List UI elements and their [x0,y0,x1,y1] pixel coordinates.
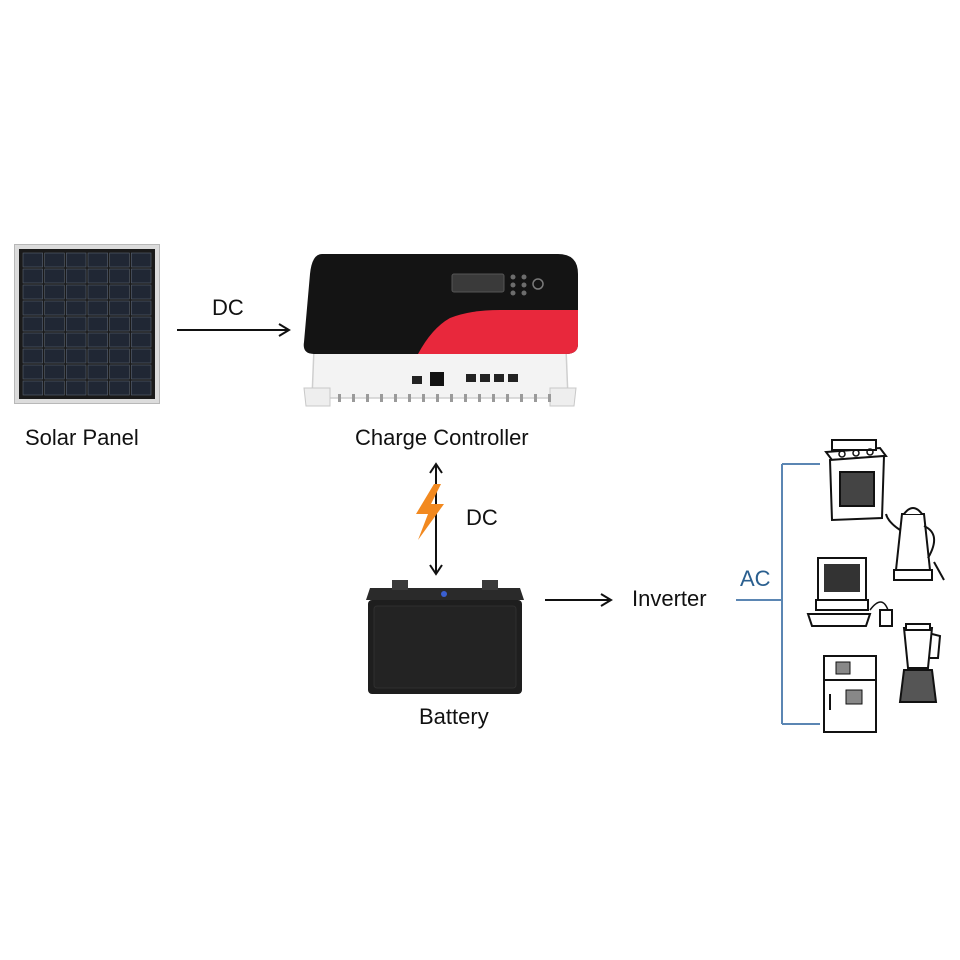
refrigerator-icon [823,655,877,733]
solar-panel [14,244,160,404]
solar-panel-label: Solar Panel [25,425,139,450]
arrow-battery-to-inverter [545,593,613,607]
dc-label-vertical: DC [466,505,498,530]
battery [360,578,530,696]
dc-double-arrow [429,462,443,576]
inverter-label: Inverter [632,586,707,611]
lightning-bolt-icon [416,484,444,540]
arrow-panel-to-controller [177,323,291,337]
blender-icon [898,623,942,703]
solar-panel-icon [14,244,160,404]
ac-label: AC [740,566,771,591]
ac-bus-lines [736,463,820,725]
charge-controller-icon [303,254,578,407]
dc-label-top: DC [212,295,244,320]
computer-icon [806,557,893,627]
charge-controller-label: Charge Controller [355,425,529,450]
battery-icon [366,580,524,694]
kettle-icon [885,507,945,581]
stove-icon [824,439,888,522]
charge-controller [300,248,580,418]
battery-label: Battery [419,704,489,729]
